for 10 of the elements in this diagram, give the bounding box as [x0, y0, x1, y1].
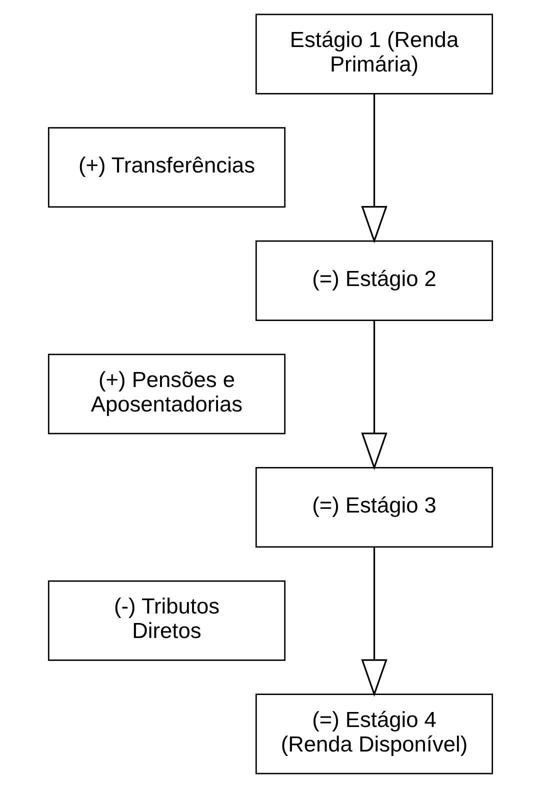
node-box: (=) Estágio 4 (Renda Disponível): [254, 693, 493, 774]
arrow: [360, 93, 387, 243]
node-box: Estágio 1 (Renda Primária): [254, 13, 493, 94]
arrow: [360, 546, 387, 696]
node-box: (=) Estágio 3: [254, 466, 493, 548]
node-box: (+) Transferências: [47, 126, 286, 208]
node-box: (+) Pensões e Aposentadorias: [47, 353, 286, 434]
arrow: [360, 320, 387, 470]
node-box: (=) Estágio 2: [254, 240, 493, 320]
node-box: (-) Tributos Diretos: [47, 580, 286, 660]
